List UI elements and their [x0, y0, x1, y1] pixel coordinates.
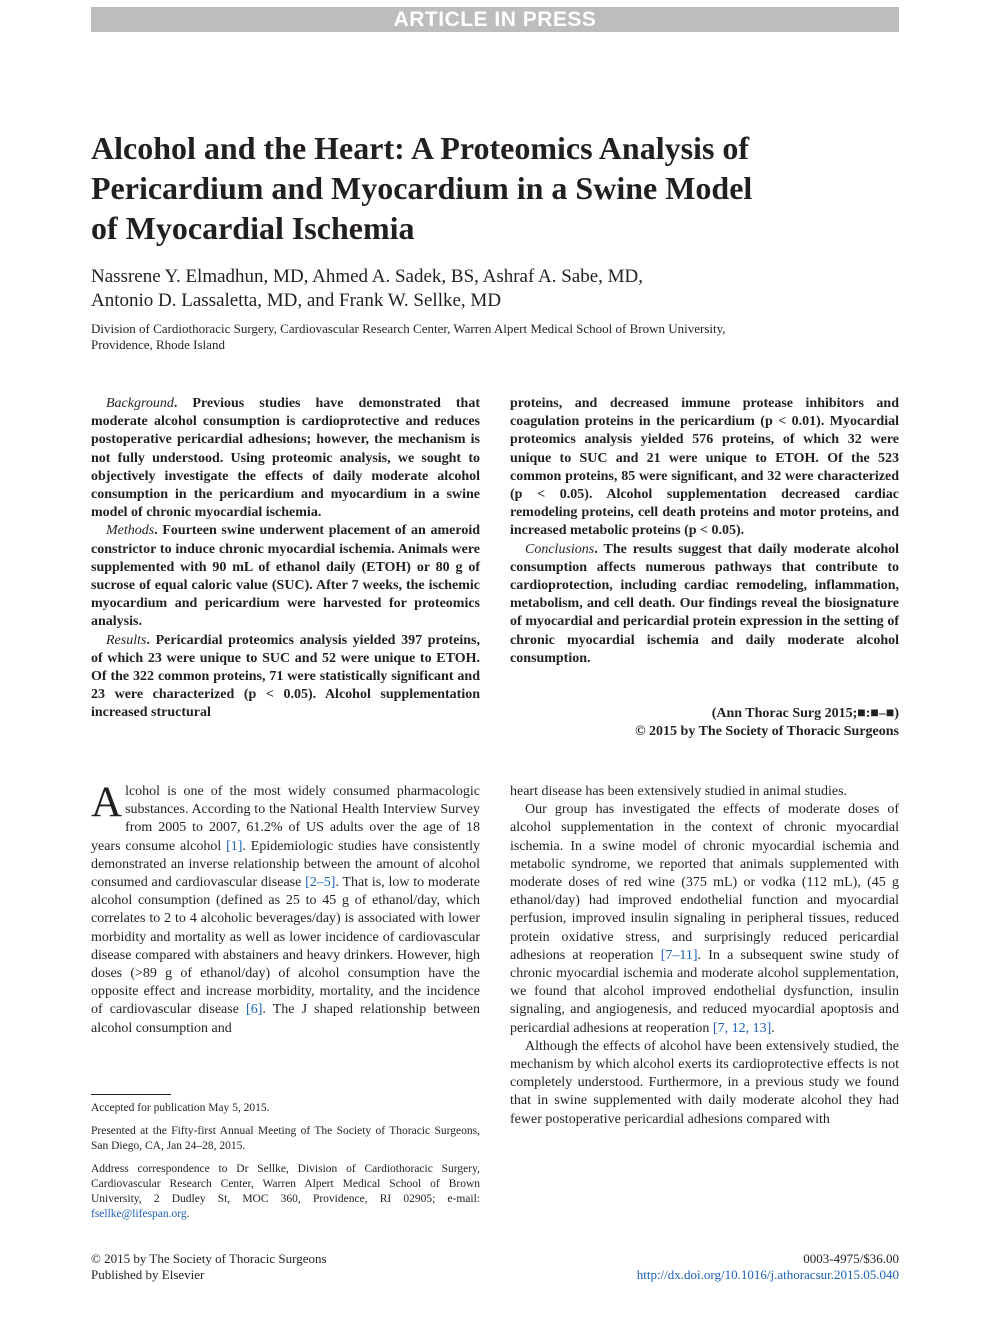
drop-cap: A — [91, 779, 123, 826]
background-text: . Previous studies have demonstrated tha… — [91, 396, 480, 521]
reference-link[interactable]: [7, 12, 13] — [712, 1020, 772, 1036]
results-text: . Pericardial proteomics analysis yielde… — [91, 632, 480, 721]
footer-left: © 2015 by The Society of Thoracic Surgeo… — [91, 1251, 327, 1283]
address-text: Address correspondence to Dr Sellke, Div… — [91, 1163, 480, 1205]
abstract-conclusions: Conclusions. The results suggest that da… — [510, 541, 899, 668]
email-link[interactable]: fsellke@lifespan.org — [91, 1208, 187, 1220]
doi-link[interactable]: http://dx.doi.org/10.1016/j.athoracsur.2… — [636, 1267, 899, 1282]
author-line: Antonio D. Lassaletta, MD, and Frank W. … — [91, 290, 502, 311]
intro-text: . Epidemiologic studies have consistentl… — [91, 838, 480, 891]
conclusions-text: . The results suggest that daily moderat… — [510, 541, 899, 666]
presented-note: Presented at the Fifty-first Annual Meet… — [91, 1125, 480, 1152]
body-text: Our group has investigated the effects o… — [510, 802, 899, 963]
affiliation: Division of Cardiothoracic Surgery, Card… — [91, 321, 899, 353]
body-right-column: heart disease has been extensively studi… — [510, 783, 899, 1129]
intro-text: lcohol is one of the most widely consume… — [91, 784, 480, 854]
background-label: Background — [106, 396, 174, 411]
abstract-left-column: Background. Previous studies have demons… — [91, 395, 480, 723]
article-in-press-banner: ARTICLE IN PRESS — [91, 7, 899, 32]
body-paragraph: Our group has investigated the effects o… — [510, 801, 899, 1038]
footer-issn: 0003-4975/$36.00 — [803, 1251, 899, 1266]
intro-paragraph-continued: heart disease has been extensively studi… — [510, 784, 848, 799]
journal-citation: (Ann Thorac Surg 2015;■:■–■) — [711, 706, 899, 721]
results-label: Results — [106, 632, 147, 648]
conclusions-label: Conclusions — [525, 541, 595, 557]
title-line: of Myocardial Ischemia — [91, 210, 415, 246]
reference-link[interactable]: [7–11] — [660, 947, 698, 963]
article-title: Alcohol and the Heart: A Proteomics Anal… — [91, 128, 899, 248]
abstract-results-continued: proteins, and decreased immune protease … — [510, 396, 899, 539]
citation-block: (Ann Thorac Surg 2015;■:■–■) © 2015 by T… — [510, 705, 899, 741]
title-line: Alcohol and the Heart: A Proteomics Anal… — [91, 130, 750, 166]
footer-publisher: Published by Elsevier — [91, 1267, 205, 1282]
footnotes: Accepted for publication May 5, 2015. Pr… — [91, 1101, 480, 1230]
address-note: Address correspondence to Dr Sellke, Div… — [91, 1162, 480, 1222]
body-paragraph: Although the effects of alcohol have bee… — [510, 1038, 899, 1127]
body-text: . In a subsequent swine study of chronic… — [510, 947, 899, 1036]
abstract-methods: Methods. Fourteen swine underwent placem… — [91, 522, 480, 631]
affiliation-line: Providence, Rhode Island — [91, 337, 225, 352]
methods-label: Methods — [106, 523, 155, 539]
affiliation-line: Division of Cardiothoracic Surgery, Card… — [91, 321, 726, 336]
intro-text: . That is, low to moderate alcohol consu… — [91, 875, 480, 1018]
reference-link[interactable]: [6] — [246, 1002, 263, 1018]
footnote-rule — [91, 1094, 171, 1095]
accepted-note: Accepted for publication May 5, 2015. — [91, 1102, 270, 1114]
author-list: Nassrene Y. Elmadhun, MD, Ahmed A. Sadek… — [91, 265, 899, 313]
abstract-results: Results. Pericardial proteomics analysis… — [91, 632, 480, 723]
footer-right: 0003-4975/$36.00 http://dx.doi.org/10.10… — [637, 1251, 899, 1283]
methods-text: . Fourteen swine underwent placement of … — [91, 523, 480, 630]
body-text: . — [771, 1020, 775, 1036]
title-line: Pericardium and Myocardium in a Swine Mo… — [91, 170, 753, 206]
footer-copyright: © 2015 by The Society of Thoracic Surgeo… — [91, 1251, 327, 1266]
author-line: Nassrene Y. Elmadhun, MD, Ahmed A. Sadek… — [91, 266, 644, 287]
reference-link[interactable]: [1] — [226, 838, 243, 854]
abstract-right-column: proteins, and decreased immune protease … — [510, 395, 899, 668]
intro-text: . The J shaped relationship between alco… — [91, 1002, 480, 1036]
reference-link[interactable]: [2–5] — [305, 875, 336, 891]
abstract-copyright: © 2015 by The Society of Thoracic Surgeo… — [635, 724, 899, 740]
abstract-background: Background. Previous studies have demons… — [91, 395, 480, 522]
address-end: . — [186, 1208, 190, 1220]
